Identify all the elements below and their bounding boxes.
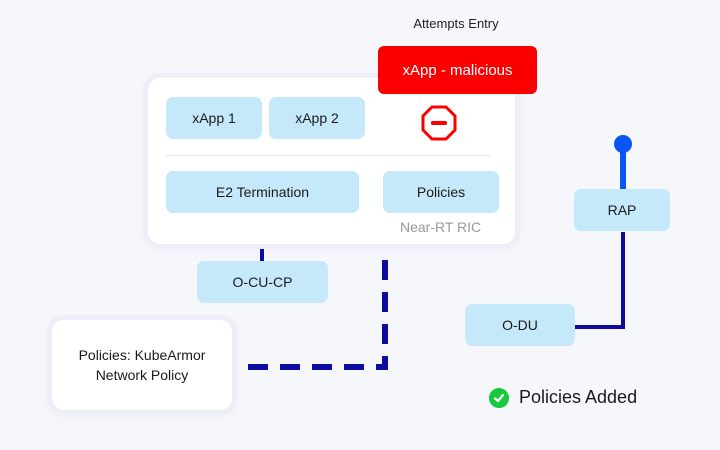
policies-label: Policies: [416, 184, 466, 200]
status-text: Policies Added: [519, 387, 638, 407]
near-rt-ric-label: Near-RT RIC: [400, 219, 482, 235]
o-du-label: O-DU: [502, 317, 538, 333]
policy-source-line1: Policies: KubeArmor: [78, 347, 206, 363]
xapp-2-label: xApp 2: [295, 110, 339, 126]
status-message: Policies Added: [489, 387, 637, 408]
attempts-entry-label: Attempts Entry: [413, 16, 499, 31]
check-circle-icon: [489, 387, 509, 408]
policies-box[interactable]: Policies: [383, 171, 499, 213]
o-du-box[interactable]: O-DU: [465, 304, 575, 346]
malicious-xapp-label: xApp - malicious: [402, 61, 513, 79]
policy-source-card[interactable]: Policies: KubeArmor Network Policy: [52, 320, 232, 410]
xapp-1-box[interactable]: xApp 1: [166, 97, 262, 139]
policy-source-line2: Network Policy: [95, 367, 189, 383]
o-cu-cp-box[interactable]: O-CU-CP: [197, 261, 328, 303]
xapp-1-label: xApp 1: [192, 110, 236, 126]
o-cu-cp-label: O-CU-CP: [232, 274, 293, 290]
stop-sign-icon: [421, 105, 457, 141]
xapp-2-box[interactable]: xApp 2: [269, 97, 365, 139]
rap-box[interactable]: RAP: [574, 189, 670, 231]
ric-divider: [166, 155, 490, 156]
antenna-tip-icon: [614, 135, 632, 153]
rap-label: RAP: [607, 202, 637, 218]
e2-termination-label: E2 Termination: [215, 184, 310, 200]
policy-dashed-path: [248, 232, 388, 370]
malicious-xapp-box[interactable]: xApp - malicious: [378, 46, 537, 94]
e2-termination-box[interactable]: E2 Termination: [166, 171, 359, 213]
